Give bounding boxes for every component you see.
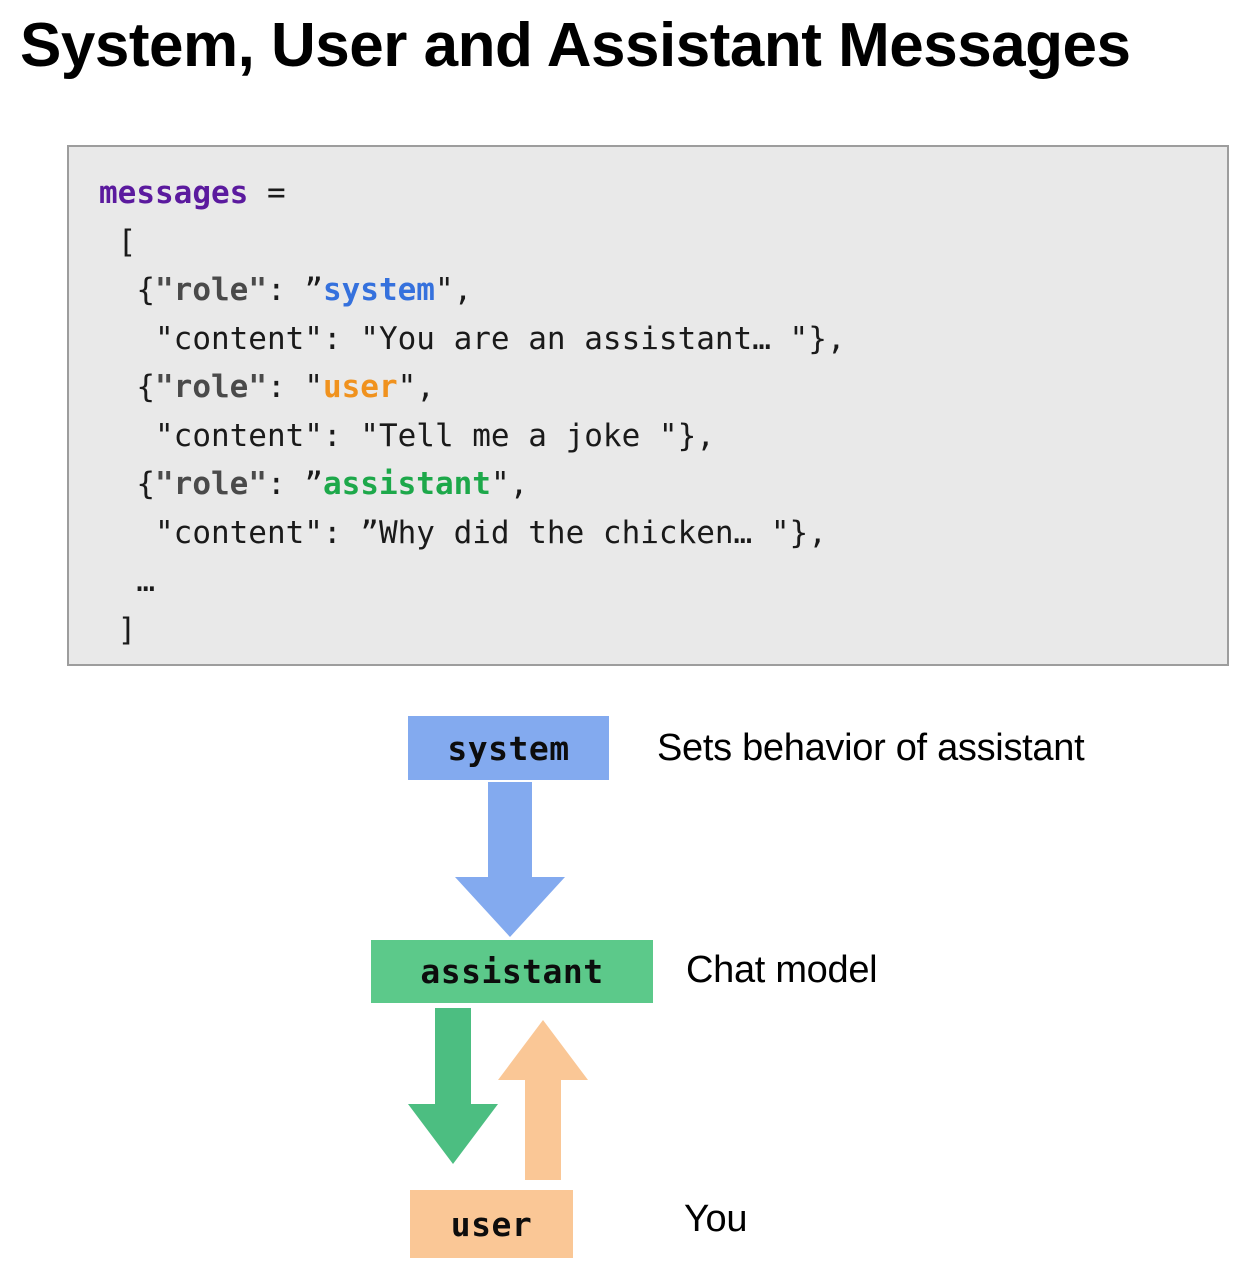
code-token-plain: { bbox=[99, 369, 155, 405]
arrow-system-to-assistant-icon bbox=[455, 782, 565, 937]
code-token-plain: : bbox=[266, 272, 305, 308]
page-title: System, User and Assistant Messages bbox=[20, 11, 1131, 80]
code-block: messages = [ {"role": ”system", "content… bbox=[67, 145, 1229, 666]
code-token-plain: { bbox=[99, 466, 155, 502]
code-token-plain: … bbox=[99, 563, 155, 599]
code-token-plain: "content": ”Why did the chicken… "}, bbox=[99, 514, 827, 551]
code-token-plain: [ bbox=[99, 223, 137, 260]
arrow-user-to-assistant-icon bbox=[498, 1020, 588, 1180]
code-line-open-bracket: [ bbox=[99, 218, 1227, 267]
code-token-system: system bbox=[322, 272, 435, 308]
code-token-plain: ", bbox=[434, 272, 473, 308]
code-token-key: "role" bbox=[155, 369, 267, 405]
role-box-system[interactable]: system bbox=[408, 716, 609, 780]
code-line-assignment: messages = bbox=[99, 169, 1227, 218]
code-token-key: "role" bbox=[155, 466, 267, 502]
code-token-plain: "content": "You are an assistant… "}, bbox=[99, 320, 846, 357]
code-token-plain: ", bbox=[397, 369, 435, 405]
code-line-role-user: {"role": "user", bbox=[99, 363, 1227, 412]
side-label-user: You bbox=[684, 1198, 748, 1240]
role-box-user[interactable]: user bbox=[410, 1190, 573, 1258]
code-token-plain: ” bbox=[304, 272, 323, 308]
role-box-assistant[interactable]: assistant bbox=[371, 940, 653, 1003]
side-label-system: Sets behavior of assistant bbox=[657, 727, 1085, 769]
code-token-plain: ", bbox=[490, 466, 529, 502]
code-line-ellipsis: … bbox=[99, 557, 1227, 606]
code-token-plain: = bbox=[248, 175, 286, 211]
code-line-role-assistant: {"role": ”assistant", bbox=[99, 460, 1227, 509]
code-token-plain: { bbox=[99, 272, 155, 308]
code-token-plain: "content": "Tell me a joke "}, bbox=[99, 417, 715, 454]
code-line-content-assistant: "content": ”Why did the chicken… "}, bbox=[99, 509, 1227, 558]
code-token-plain: ] bbox=[99, 611, 137, 648]
code-token-user: user bbox=[322, 369, 398, 405]
code-token-var: messages bbox=[99, 175, 249, 211]
code-token-plain: ” bbox=[304, 466, 323, 502]
roles-flow-diagram: system Sets behavior of assistant assist… bbox=[0, 690, 1260, 1282]
code-line-role-system: {"role": ”system", bbox=[99, 266, 1227, 315]
side-label-assistant: Chat model bbox=[686, 949, 878, 991]
code-line-content-system: "content": "You are an assistant… "}, bbox=[99, 315, 1227, 364]
code-line-close-bracket: ] bbox=[99, 606, 1227, 655]
code-token-plain: " bbox=[304, 369, 323, 405]
arrow-assistant-to-user-icon bbox=[408, 1008, 498, 1164]
code-token-key: "role" bbox=[155, 272, 267, 308]
code-line-content-user: "content": "Tell me a joke "}, bbox=[99, 412, 1227, 461]
code-token-assist: assistant bbox=[322, 466, 491, 502]
code-token-plain: : bbox=[266, 369, 305, 405]
code-token-plain: : bbox=[266, 466, 305, 502]
